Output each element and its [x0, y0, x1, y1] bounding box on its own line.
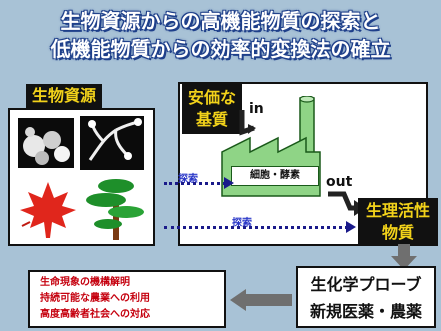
bio-resource-label: 生物資源	[26, 84, 103, 108]
microbe-icon	[88, 118, 142, 161]
bioprobe-text: 生化学プローブ	[310, 275, 422, 294]
substrate-label-line-1: 安価な	[188, 88, 237, 107]
maple-leaf-icon	[20, 182, 76, 238]
out-label: out	[326, 174, 353, 190]
search-label-lower: 探索	[232, 218, 252, 229]
significance-box: 生命現象の機構解明 持続可能な農業への利用 高度高齢者社会への対応	[28, 270, 226, 328]
bioactive-substance-label: 生理活性 物質	[358, 198, 439, 246]
search-arrow-upper	[164, 182, 226, 185]
pine-tree-icon	[86, 179, 144, 240]
arrow-head-upper-icon	[224, 177, 234, 189]
arrow-head-lower-icon	[346, 221, 356, 233]
bioactive-line-1: 生理活性	[366, 201, 431, 220]
substrate-label: 安価な 基質	[182, 84, 243, 134]
microbe-photo	[80, 116, 144, 170]
title-line-2: 低機能物質からの効率的変換法の確立	[50, 37, 391, 61]
significance-line-1: 生命現象の機構解明	[40, 277, 130, 288]
bioactive-line-2: 物質	[382, 223, 415, 242]
left-arrow-icon	[230, 289, 292, 311]
in-label: in	[249, 101, 264, 117]
significance-line-2: 持続可能な農業への利用	[40, 293, 150, 304]
substrate-label-line-2: 基質	[196, 110, 229, 129]
significance-line-3: 高度高齢者社会への対応	[40, 309, 150, 320]
application-box: 生化学プローブ 新規医薬・農薬	[296, 266, 436, 328]
search-arrow-lower	[164, 226, 348, 229]
search-label-upper: 探索	[178, 174, 198, 185]
bio-resource-panel	[8, 108, 155, 246]
title-line-1: 生物資源からの高機能物質の探索と	[60, 9, 381, 33]
new-drug-text: 新規医薬・農薬	[309, 302, 422, 321]
fungi-icon	[23, 127, 70, 165]
cell-enzyme-label: 細胞・酵素	[231, 166, 319, 186]
down-arrow-icon	[391, 244, 417, 270]
fungi-photo	[18, 118, 74, 168]
